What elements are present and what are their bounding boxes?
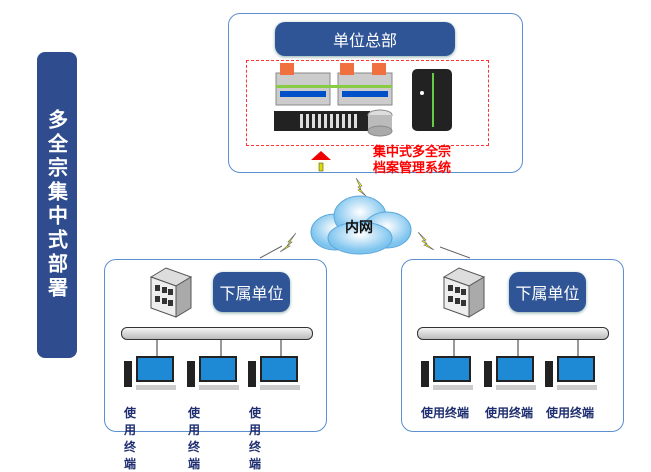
lightning-icon	[279, 177, 435, 253]
system-label-line2: 档案管理系统	[373, 161, 452, 176]
server-icon	[149, 267, 193, 318]
system-label-line1: 集中式多全宗	[373, 145, 452, 160]
terminal-label: 使用终端	[546, 406, 595, 420]
terminal-label: 使用终端	[421, 406, 470, 420]
hq-title: 单位总部	[275, 22, 455, 56]
computer-icon	[421, 339, 597, 390]
computer-icon	[124, 339, 300, 390]
banner-label: 多全宗集中式部署	[44, 109, 69, 301]
branch-title: 下属单位	[509, 272, 586, 312]
server-icon	[442, 267, 486, 318]
network-label: 内网	[345, 220, 373, 236]
network-bus	[121, 327, 313, 340]
network-links	[259, 177, 471, 259]
terminal-label: 使用终端	[124, 406, 137, 471]
cloud-icon	[310, 195, 412, 255]
terminal-label: 使用终端	[188, 406, 201, 471]
terminal-label: 使用终端	[249, 406, 262, 471]
network-bus	[417, 327, 609, 340]
house-icon	[311, 151, 331, 172]
branch-title: 下属单位	[213, 272, 290, 312]
terminal-label: 使用终端	[485, 406, 534, 420]
deployment-banner: 多全宗集中式部署	[37, 52, 77, 358]
system-area	[246, 60, 489, 146]
server-cluster-icon	[274, 63, 452, 137]
branch-unit: 下属单位 使用终端 使用终端 使用终端	[401, 259, 625, 433]
branch-unit: 下属单位 使用终端 使用终端 使用终端	[104, 259, 328, 471]
